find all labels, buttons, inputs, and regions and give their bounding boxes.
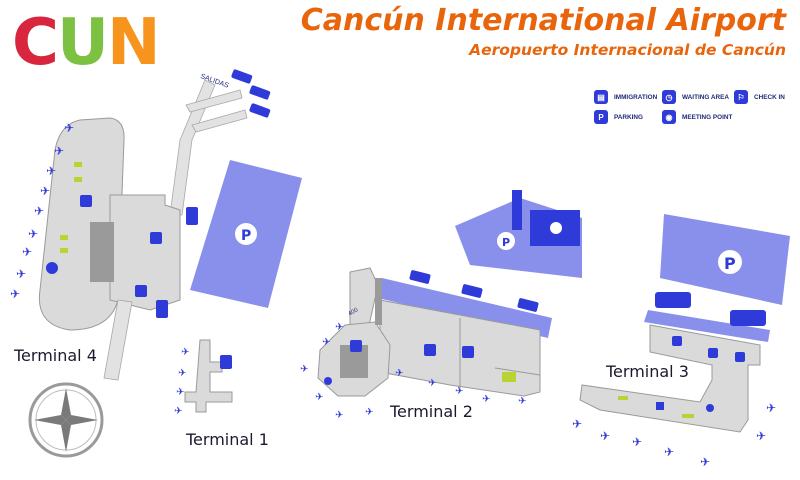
parking-symbol-t3: P xyxy=(724,254,736,273)
svg-text:✈: ✈ xyxy=(572,417,582,431)
waiting-area-icon xyxy=(135,285,147,297)
terminal-4-area: SALIDAS ✈✈✈ ✈✈✈ ✈✈✈ xyxy=(10,69,271,381)
legend-parking: P PARKING xyxy=(594,110,643,124)
gate-label: 400 xyxy=(348,307,360,318)
svg-text:✈: ✈ xyxy=(600,429,610,443)
terminal-1-label: Terminal 1 xyxy=(186,430,269,449)
svg-text:✈: ✈ xyxy=(34,204,44,218)
legend-label: WAITING AREA xyxy=(682,93,729,101)
legend-waiting-area: ◷ WAITING AREA xyxy=(662,90,729,104)
svg-text:✈: ✈ xyxy=(176,387,184,398)
legend-label: IMMIGRATION xyxy=(614,93,658,101)
legend-label: MEETING POINT xyxy=(682,113,733,121)
immigration-icon xyxy=(80,195,92,207)
bus-icon xyxy=(409,270,539,312)
logo-letter-c: C xyxy=(12,6,59,80)
svg-text:✈: ✈ xyxy=(632,435,642,449)
svg-text:✈: ✈ xyxy=(300,364,308,375)
bus-icon xyxy=(231,69,271,118)
check-in-icon xyxy=(150,232,162,244)
svg-text:✈: ✈ xyxy=(178,368,186,379)
legend-immigration: ▤ IMMIGRATION xyxy=(594,90,657,104)
svg-text:✈: ✈ xyxy=(28,227,38,241)
immigration-icon: ▤ xyxy=(594,90,608,104)
terminal-3-road xyxy=(644,310,770,342)
meeting-point-icon xyxy=(46,262,58,274)
plane-icons-terminal-4: ✈✈✈ ✈✈✈ ✈✈✈ xyxy=(10,121,74,301)
svg-text:✈: ✈ xyxy=(700,455,710,469)
svg-text:✈: ✈ xyxy=(482,394,490,405)
legend-label: PARKING xyxy=(614,113,643,121)
svg-text:✈: ✈ xyxy=(756,429,766,443)
compass-rose-icon xyxy=(28,382,104,458)
terminal-3-label: Terminal 3 xyxy=(606,362,689,381)
svg-text:✈: ✈ xyxy=(46,164,56,178)
plane-icons-terminal-2: ✈ ✈ ✈ ✈ ✈ ✈ ✈ ✈ ✈ ✈ ✈ xyxy=(300,322,526,421)
svg-text:✈: ✈ xyxy=(10,287,20,301)
airport-title-block: Cancún International Airport Aeropuerto … xyxy=(301,2,786,60)
waiting-area-icon: ◷ xyxy=(662,90,676,104)
svg-text:✈: ✈ xyxy=(766,401,776,415)
svg-text:✈: ✈ xyxy=(54,144,64,158)
svg-text:✈: ✈ xyxy=(518,396,526,407)
svg-text:✈: ✈ xyxy=(335,410,343,421)
meeting-point-icon: ◉ xyxy=(662,110,676,124)
logo-letter-n: N xyxy=(106,6,161,80)
terminal-2-building xyxy=(317,267,541,397)
svg-text:✈: ✈ xyxy=(16,267,26,281)
svg-text:✈: ✈ xyxy=(455,386,463,397)
parking-symbol-t4: P xyxy=(241,228,251,244)
terminal-3-building xyxy=(579,324,761,433)
bus-icon xyxy=(655,292,766,326)
departures-road xyxy=(169,79,216,216)
terminal-4-main-building xyxy=(109,194,181,311)
terminal-2-label: Terminal 2 xyxy=(390,402,473,421)
terminal-2-road xyxy=(378,278,552,338)
terminal-4-label: Terminal 4 xyxy=(14,346,97,365)
svg-text:✈: ✈ xyxy=(428,378,436,389)
svg-text:✈: ✈ xyxy=(335,322,343,333)
svg-text:✈: ✈ xyxy=(181,347,189,358)
logo-letter-u: U xyxy=(56,6,109,80)
legend-check-in: ⚐ CHECK IN xyxy=(734,90,785,104)
svg-text:✈: ✈ xyxy=(40,184,50,198)
svg-text:✈: ✈ xyxy=(365,407,373,418)
parking-icon: P xyxy=(594,110,608,124)
terminal-1-building: ✈ ✈ ✈ ✈ xyxy=(174,339,233,417)
cun-logo: CUN xyxy=(12,6,161,80)
svg-text:✈: ✈ xyxy=(395,368,403,379)
svg-text:✈: ✈ xyxy=(22,245,32,259)
plane-icons-terminal-3: ✈✈✈ ✈✈✈ ✈ xyxy=(572,401,776,469)
svg-text:✈: ✈ xyxy=(64,121,74,135)
svg-text:✈: ✈ xyxy=(322,337,330,348)
legend-meeting-point: ◉ MEETING POINT xyxy=(662,110,732,124)
svg-text:✈: ✈ xyxy=(315,392,323,403)
check-in-icon: ⚐ xyxy=(734,90,748,104)
legend-label: CHECK IN xyxy=(754,93,785,101)
airport-title: Cancún International Airport xyxy=(300,3,786,38)
airport-subtitle: Aeropuerto Internacional de Cancún xyxy=(469,41,786,59)
svg-text:✈: ✈ xyxy=(664,445,674,459)
parking-symbol-t2: P xyxy=(502,236,510,249)
map-legend: ▤ IMMIGRATION ◷ WAITING AREA ⚐ CHECK IN … xyxy=(594,90,794,130)
svg-text:✈: ✈ xyxy=(174,406,182,417)
